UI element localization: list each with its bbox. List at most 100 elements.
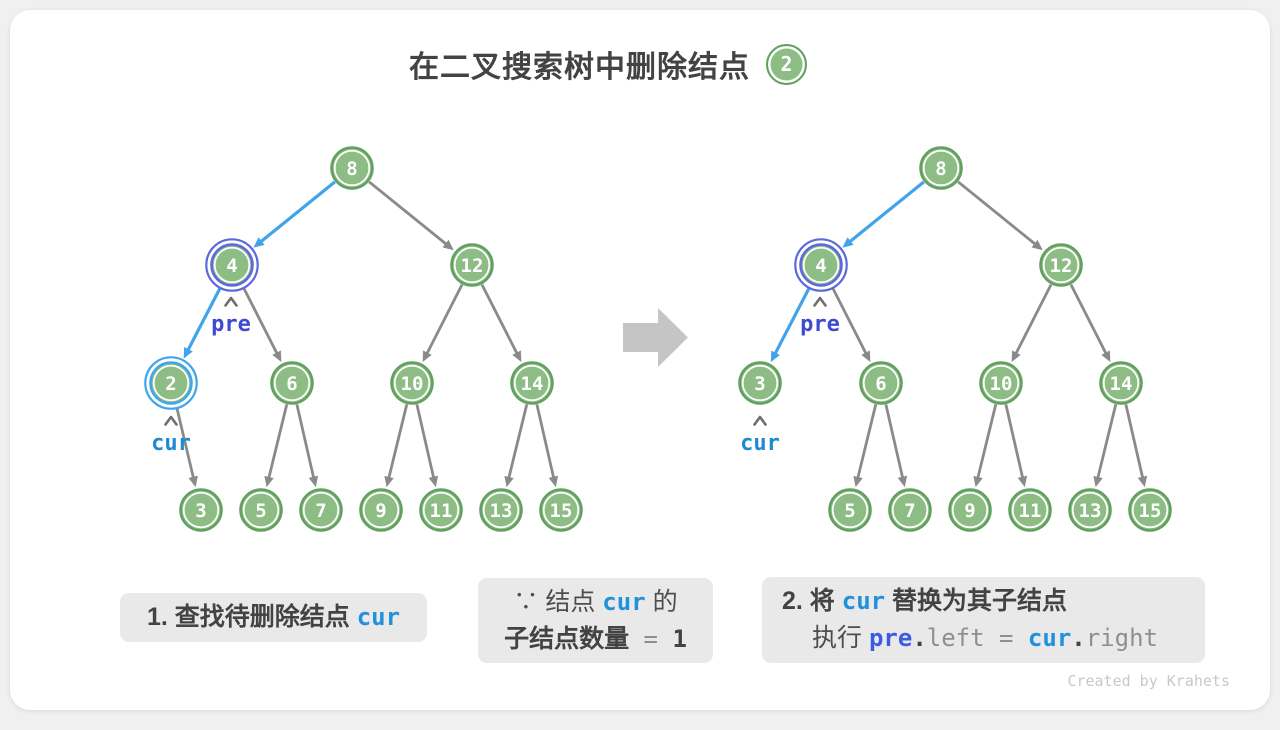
edge-arrowhead-icon (422, 350, 432, 363)
node-inner-ring (273, 364, 311, 402)
edge-arrowhead-icon (1011, 350, 1021, 363)
search-path-edge (773, 287, 811, 356)
tree-node-7: 7 (888, 488, 932, 532)
node-value: 14 (521, 373, 544, 395)
caption-line: 2. 将 cur 替换为其子结点 (782, 583, 1067, 620)
node-value: 5 (255, 500, 266, 522)
tree-node-6: 6 (859, 361, 903, 405)
tree-node-3: 3 (179, 488, 223, 532)
tree-node-11: 11 (1008, 488, 1052, 532)
edge-arrowhead-icon (548, 475, 559, 488)
tree-edge (368, 180, 448, 246)
tree-node-5: 5 (828, 488, 872, 532)
node-circle (479, 488, 523, 532)
edge-arrowhead-icon (428, 475, 439, 488)
node-value: 9 (375, 500, 386, 522)
node-circle (390, 361, 434, 405)
node-circle (828, 488, 872, 532)
tree-node-14: 14 (1099, 361, 1143, 405)
tree-edge (957, 180, 1037, 246)
node-circle (149, 361, 193, 405)
node-inner-ring (741, 364, 779, 402)
node-circle (179, 488, 223, 532)
node-value: 5 (844, 500, 855, 522)
node-value: 15 (1139, 500, 1162, 522)
node-value: 6 (286, 373, 297, 395)
node-inner-ring (242, 491, 280, 529)
node-circle (510, 361, 554, 405)
node-value: 3 (754, 373, 765, 395)
tree-edge (856, 404, 878, 480)
tree-node-10: 10 (979, 361, 1023, 405)
text-segment: 1. 查找待删除结点 (146, 603, 357, 631)
node-circle (738, 361, 782, 405)
node-value: 12 (1050, 255, 1073, 277)
node-circle (888, 488, 932, 532)
right-block-arrow-icon (623, 308, 688, 367)
tree-edge (480, 283, 519, 356)
node-inner-ring (1071, 491, 1109, 529)
node-value: 2 (165, 373, 176, 395)
tree-node-15: 15 (539, 488, 583, 532)
node-circle (1099, 361, 1143, 405)
text-segment: . (912, 624, 927, 652)
text-segment: cur (841, 587, 886, 615)
node-inner-ring (1011, 491, 1049, 529)
text-segment: 的 (645, 587, 678, 616)
tree-edge (884, 404, 905, 480)
tree-edge (1096, 404, 1118, 480)
text-segment: 执行 (812, 624, 869, 652)
text-segment: right (1085, 624, 1158, 652)
edge-arrowhead-icon (384, 475, 394, 488)
text-segment: = (984, 624, 1028, 652)
edge-arrowhead-icon (253, 237, 265, 248)
node-inner-ring (831, 491, 869, 529)
edge-arrowhead-icon (442, 239, 454, 251)
edge-arrowhead-icon (188, 475, 198, 488)
tree-node-15: 15 (1128, 488, 1172, 532)
node-inner-ring (1131, 491, 1169, 529)
text-segment: pre (868, 624, 913, 652)
node-inner-ring (453, 246, 491, 284)
search-path-edge (186, 287, 222, 352)
edge-arrowhead-icon (861, 350, 871, 363)
caret-up-icon (164, 415, 178, 426)
node-circle (859, 361, 903, 405)
node-value: 8 (346, 158, 357, 180)
edge-arrowhead-icon (897, 475, 908, 488)
caption-line: 执行 pre.left = cur.right (782, 620, 1158, 657)
tree-edge (387, 404, 409, 480)
edge-arrowhead-icon (512, 350, 522, 363)
tree-edge (415, 404, 436, 480)
node-circle (330, 146, 374, 190)
node-inner-ring (182, 491, 220, 529)
edge-arrowhead-icon (504, 475, 514, 488)
cur-highlight-ring (144, 356, 198, 410)
node-value: 3 (195, 500, 206, 522)
search-path-edge (847, 180, 925, 244)
node-inner-ring (982, 364, 1020, 402)
edge-arrowhead-icon (308, 475, 319, 488)
tree-node-13: 13 (1068, 488, 1112, 532)
tree-node-9: 9 (359, 488, 403, 532)
text-segment: cur (356, 603, 401, 631)
node-value: 11 (1019, 500, 1042, 522)
tree-edge (1069, 283, 1108, 356)
edge-arrowhead-icon (1093, 475, 1103, 488)
caption-reason: ∵ 结点 cur 的子结点数量 = 1 (478, 578, 713, 663)
edge-arrowhead-icon (770, 350, 780, 363)
pre-pointer-label: pre (211, 296, 251, 337)
node-circle (1068, 488, 1112, 532)
node-inner-ring (922, 149, 960, 187)
node-value: 7 (904, 500, 915, 522)
tree-node-12: 12 (1039, 243, 1083, 287)
node-circle (359, 488, 403, 532)
tree-node-7: 7 (299, 488, 343, 532)
node-circle (919, 146, 963, 190)
caret-up-icon (224, 296, 238, 307)
node-circle (799, 243, 843, 287)
edge-arrowhead-icon (853, 475, 863, 488)
node-inner-ring (362, 491, 400, 529)
tree-node-4: 4 (205, 238, 259, 292)
